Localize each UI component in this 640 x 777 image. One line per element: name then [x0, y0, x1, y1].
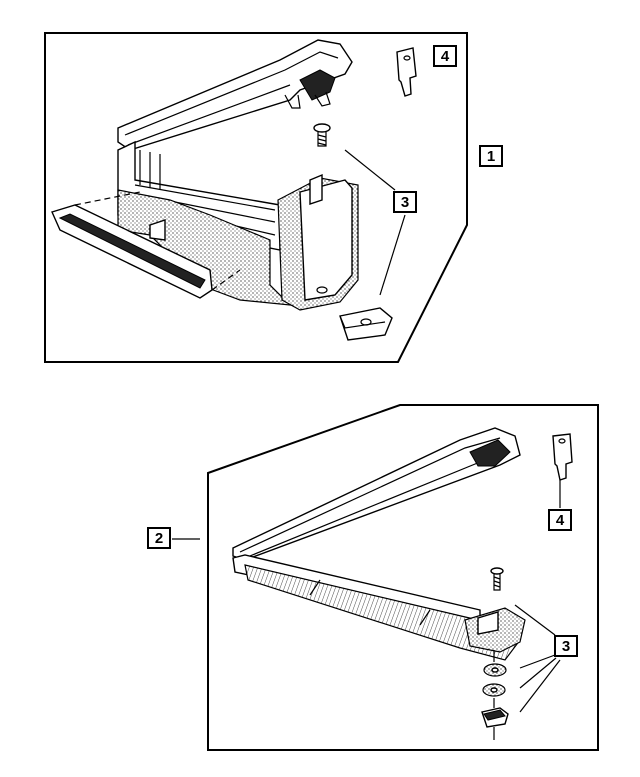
- bottom-nut-block: [481, 650, 509, 740]
- callout-hardware-top: 3: [393, 191, 417, 213]
- callout-hardware-bottom: 3: [554, 635, 578, 657]
- svg-text:4: 4: [556, 512, 565, 529]
- top-side-rail: [51, 191, 241, 299]
- bottom-end-cap: [464, 607, 526, 653]
- top-assembly-panel: [44, 32, 468, 363]
- bottom-washer-upper: [483, 663, 507, 677]
- top-panel-frame: [44, 32, 468, 363]
- bottom-leader-washer1: [519, 654, 556, 669]
- svg-text:1: 1: [487, 148, 495, 165]
- top-nut-block: [339, 307, 393, 341]
- callout-key-bottom: 4: [548, 509, 572, 531]
- top-end-cap: [277, 173, 359, 311]
- bottom-washer-lower: [482, 683, 506, 697]
- svg-text:3: 3: [401, 194, 409, 211]
- top-leader-screw: [344, 149, 396, 191]
- top-key-icon: [396, 47, 417, 97]
- bottom-base-tray: [232, 554, 521, 661]
- callout-top-assembly: 1: [479, 145, 503, 167]
- top-screw: [313, 123, 331, 147]
- bottom-key-icon: [552, 433, 573, 481]
- svg-text:4: 4: [441, 48, 450, 65]
- bottom-panel-frame: [207, 404, 599, 751]
- callout-key-top: 4: [433, 45, 457, 67]
- top-lid: [117, 39, 353, 151]
- bottom-leader-screw: [514, 604, 556, 636]
- bottom-lid: [232, 427, 521, 561]
- bottom-leader-nut: [519, 659, 561, 713]
- bottom-assembly-panel: [172, 404, 599, 751]
- bottom-leader-washer2: [519, 657, 557, 689]
- svg-text:2: 2: [155, 530, 163, 547]
- top-leader-nut: [379, 214, 406, 296]
- svg-text:3: 3: [562, 638, 570, 655]
- callout-bottom-assembly: 2: [147, 527, 171, 549]
- bottom-screw: [490, 567, 504, 591]
